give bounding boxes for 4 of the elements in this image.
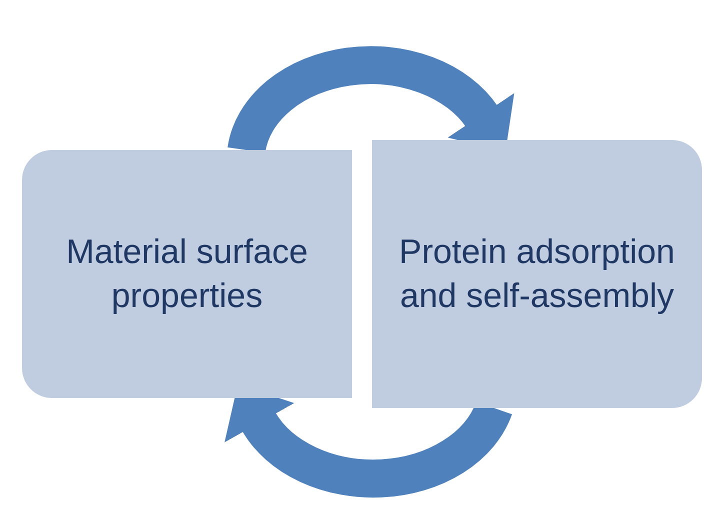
- box-label: Protein adsorption and self-assembly: [398, 232, 676, 317]
- process-box: [372, 140, 702, 408]
- process-box: [22, 150, 352, 398]
- box-label: Material surface properties: [65, 232, 309, 317]
